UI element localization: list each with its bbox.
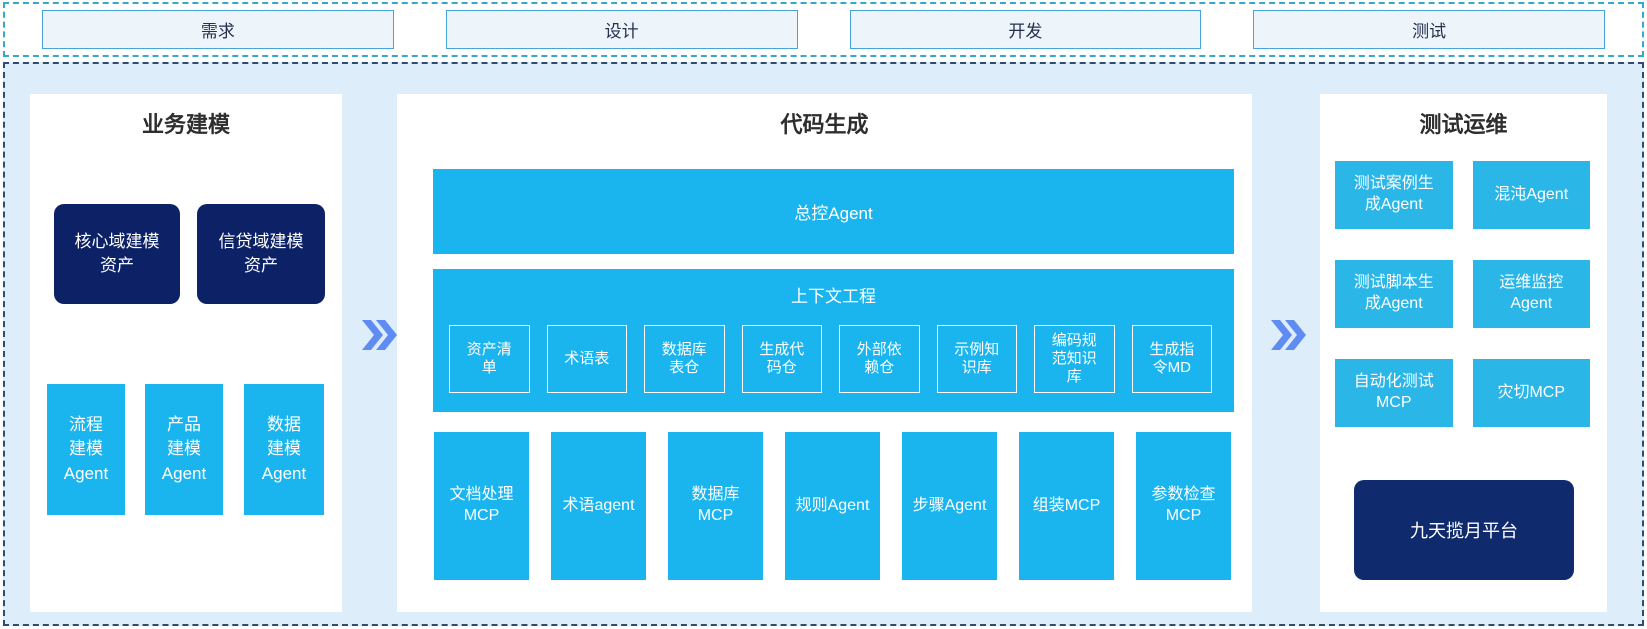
- mcp-box-database: 数据库MCP: [668, 432, 763, 580]
- mcp-box-doc-processing: 文档处理MCP: [434, 432, 529, 580]
- agent-box-data-modeling: 数据建模Agent: [244, 384, 324, 515]
- business-modeling-panel: 业务建模 核心域建模资产 信贷域建模资产 流程建模Agent 产品建模Agent…: [30, 94, 342, 612]
- panel-title-code-generation: 代码生成: [780, 112, 869, 137]
- context-item-external-deps-repo: 外部依赖仓: [839, 325, 920, 393]
- code-generation-panel: 代码生成 总控Agent 上下文工程 资产清单 术语表 数据库表仓 生成代码仓 …: [397, 94, 1252, 612]
- mcp-box-terminology-agent: 术语agent: [551, 432, 646, 580]
- context-item-example-kb: 示例知识库: [936, 325, 1017, 393]
- phase-bar: 需求 设计 开发 测试: [3, 2, 1644, 57]
- context-engineering-title: 上下文工程: [791, 287, 876, 306]
- context-item-glossary: 术语表: [546, 325, 627, 393]
- context-item-row: 资产清单 术语表 数据库表仓 生成代码仓 外部依赖仓 示例知识库 编码规范知识库…: [449, 325, 1212, 393]
- context-engineering-section: 上下文工程 资产清单 术语表 数据库表仓 生成代码仓 外部依赖仓 示例知识库 编…: [433, 269, 1234, 412]
- mcp-box-assembly: 组装MCP: [1019, 432, 1114, 580]
- asset-box-credit-domain: 信贷域建模资产: [197, 204, 325, 304]
- mcp-box-step-agent: 步骤Agent: [902, 432, 997, 580]
- panel-title-business-modeling: 业务建模: [141, 112, 230, 137]
- double-chevron-right-icon: [1269, 320, 1307, 350]
- testops-box-ops-monitor-agent: 运维监控Agent: [1472, 260, 1590, 328]
- panel-title-test-ops: 测试运维: [1419, 112, 1508, 137]
- phase-box-requirements: 需求: [42, 10, 394, 49]
- phase-box-design: 设计: [445, 10, 798, 49]
- test-ops-panel: 测试运维 测试案例生成Agent 混沌Agent 测试脚本生成Agent 运维监…: [1320, 94, 1607, 612]
- test-ops-grid: 测试案例生成Agent 混沌Agent 测试脚本生成Agent 运维监控Agen…: [1335, 161, 1590, 427]
- diagram-container: 业务建模 核心域建模资产 信贷域建模资产 流程建模Agent 产品建模Agent…: [3, 62, 1644, 626]
- testops-box-testscript-gen-agent: 测试脚本生成Agent: [1335, 260, 1453, 328]
- testops-box-disaster-switch-mcp: 灾切MCP: [1472, 359, 1590, 427]
- double-chevron-right-icon: [360, 320, 398, 350]
- context-item-asset-list: 资产清单: [449, 325, 530, 393]
- context-item-generated-code-repo: 生成代码仓: [741, 325, 822, 393]
- testops-box-chaos-agent: 混沌Agent: [1472, 161, 1590, 229]
- context-item-db-table-repo: 数据库表仓: [644, 325, 725, 393]
- asset-box-core-domain: 核心域建模资产: [54, 204, 180, 304]
- phase-box-testing: 测试: [1253, 10, 1605, 49]
- platform-box-jiutian-lanyue: 九天揽月平台: [1354, 480, 1574, 580]
- agent-box-process-modeling: 流程建模Agent: [47, 384, 125, 515]
- agent-box-product-modeling: 产品建模Agent: [145, 384, 223, 515]
- mcp-box-param-check: 参数检查MCP: [1136, 432, 1231, 580]
- context-item-generation-instruction-md: 生成指令MD: [1131, 325, 1212, 393]
- testops-box-testcase-gen-agent: 测试案例生成Agent: [1335, 161, 1453, 229]
- mcp-box-rule-agent: 规则Agent: [785, 432, 880, 580]
- phase-box-development: 开发: [849, 10, 1202, 49]
- mcp-agent-row: 文档处理MCP 术语agent 数据库MCP 规则Agent 步骤Agent 组…: [434, 432, 1231, 580]
- master-agent-bar: 总控Agent: [433, 169, 1234, 254]
- context-item-coding-standard-kb: 编码规范知识库: [1034, 325, 1115, 393]
- testops-box-automated-test-mcp: 自动化测试MCP: [1335, 359, 1453, 427]
